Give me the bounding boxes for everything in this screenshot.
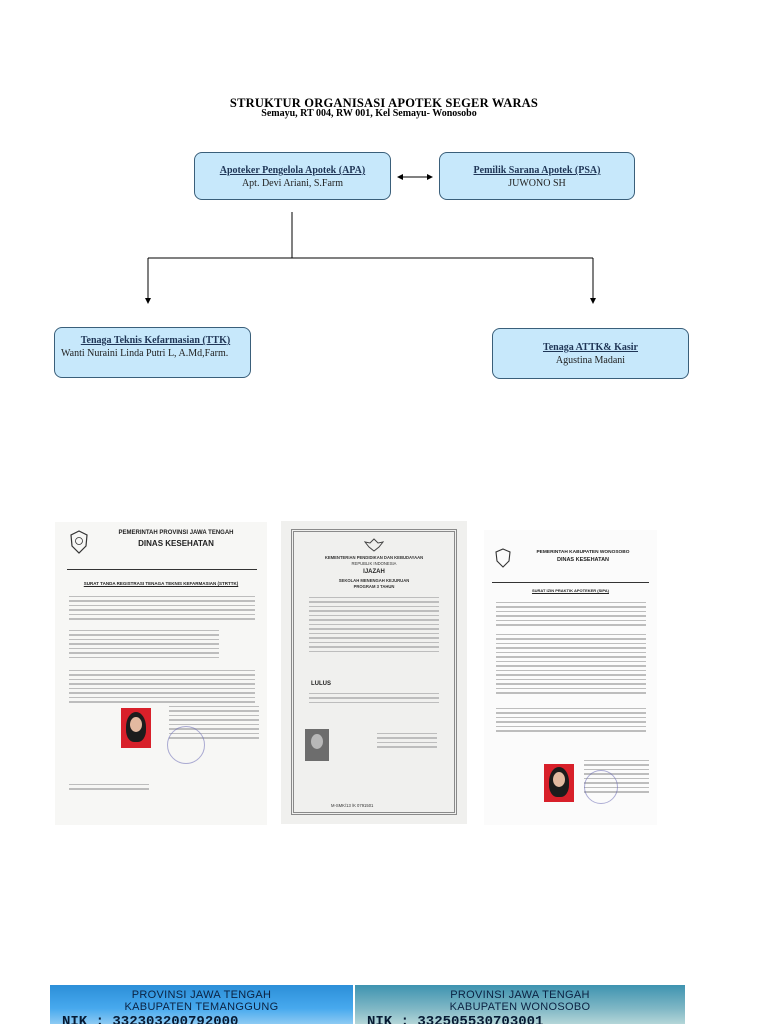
- ijazah-photo: [305, 729, 329, 761]
- ktp-card-1: PROVINSI JAWA TENGAH KABUPATEN TEMANGGUN…: [50, 985, 353, 1024]
- sipa-agency: DINAS KESEHATAN: [556, 557, 610, 563]
- province-seal-icon: [70, 530, 88, 554]
- attk-box: Tenaga ATTK& Kasir Agustina Madani: [492, 328, 689, 379]
- apoteker-photo: [544, 764, 574, 802]
- psa-box: Pemilik Sarana Apotek (PSA) JUWONO SH: [439, 152, 635, 200]
- ktp1-regency: KABUPATEN TEMANGGUNG: [124, 1001, 279, 1013]
- ttk-photo: [121, 708, 151, 748]
- ijazah-serial: M-SMK/13 /K 0791501: [331, 803, 374, 808]
- ktp1-nik: NIK : 332303200792000: [62, 1014, 239, 1024]
- ijazah-school: SEKOLAH MENENGAH KEJURUAN: [338, 578, 410, 583]
- ijazah-document: KEMENTERIAN PENDIDIKAN DAN KEBUDAYAAN RE…: [281, 521, 467, 824]
- attk-person: Agustina Madani: [555, 355, 626, 366]
- ktp2-regency: KABUPATEN WONOSOBO: [449, 1001, 591, 1013]
- ktp2-nik: NIK : 332505530703001: [367, 1014, 544, 1024]
- sipa-gov: PEMERINTAH KABUPATEN WONOSOBO: [536, 550, 630, 555]
- ijazah-program: PROGRAM 3 TAHUN: [353, 584, 395, 589]
- sipa-document: PEMERINTAH KABUPATEN WONOSOBO DINAS KESE…: [484, 530, 657, 825]
- apa-box: Apoteker Pengelola Apotek (APA) Apt. Dev…: [194, 152, 391, 200]
- regency-seal-icon: [495, 548, 511, 568]
- page-title: STRUKTUR ORGANISASI APOTEK SEGER WARAS: [229, 96, 539, 110]
- attk-role: Tenaga ATTK& Kasir: [542, 342, 638, 353]
- str-gov: PEMERINTAH PROVINSI JAWA TENGAH: [118, 530, 234, 536]
- apa-person: Apt. Devi Ariani, S.Farm: [241, 178, 344, 189]
- apa-role: Apoteker Pengelola Apotek (APA): [219, 165, 366, 176]
- ttk-person: Wanti Nuraini Linda Putri L, A.Md,Farm.: [61, 348, 229, 359]
- ktp1-province: PROVINSI JAWA TENGAH: [131, 989, 272, 1001]
- ktp2-province: PROVINSI JAWA TENGAH: [450, 989, 590, 1001]
- page-subtitle: Semayu, RT 004, RW 001, Kel Semayu- Wono…: [261, 108, 477, 119]
- ttk-box: Tenaga Teknis Kefarmasian (TTK) Wanti Nu…: [54, 327, 251, 378]
- ijazah-passed: LULUS: [311, 681, 331, 687]
- strttk-document: PEMERINTAH PROVINSI JAWA TENGAH DINAS KE…: [55, 522, 267, 825]
- ktp-card-2: PROVINSI JAWA TENGAH KABUPATEN WONOSOBO …: [355, 985, 685, 1024]
- ijazah-word: IJAZAH: [363, 569, 385, 575]
- ijazah-ministry: KEMENTERIAN PENDIDIKAN DAN KEBUDAYAAN: [324, 555, 424, 560]
- ijazah-country: REPUBLIK INDONESIA: [351, 561, 397, 566]
- psa-person: JUWONO SH: [508, 178, 566, 189]
- garuda-emblem-icon: [364, 538, 384, 552]
- sipa-heading: SURAT IZIN PRAKTIK APOTEKER (SIPA): [531, 588, 610, 593]
- ttk-role: Tenaga Teknis Kefarmasian (TTK): [80, 335, 231, 346]
- psa-role: Pemilik Sarana Apotek (PSA): [473, 165, 601, 176]
- str-heading: SURAT TANDA REGISTRASI TENAGA TEKNIS KEF…: [83, 581, 239, 586]
- str-agency: DINAS KESEHATAN: [138, 539, 214, 548]
